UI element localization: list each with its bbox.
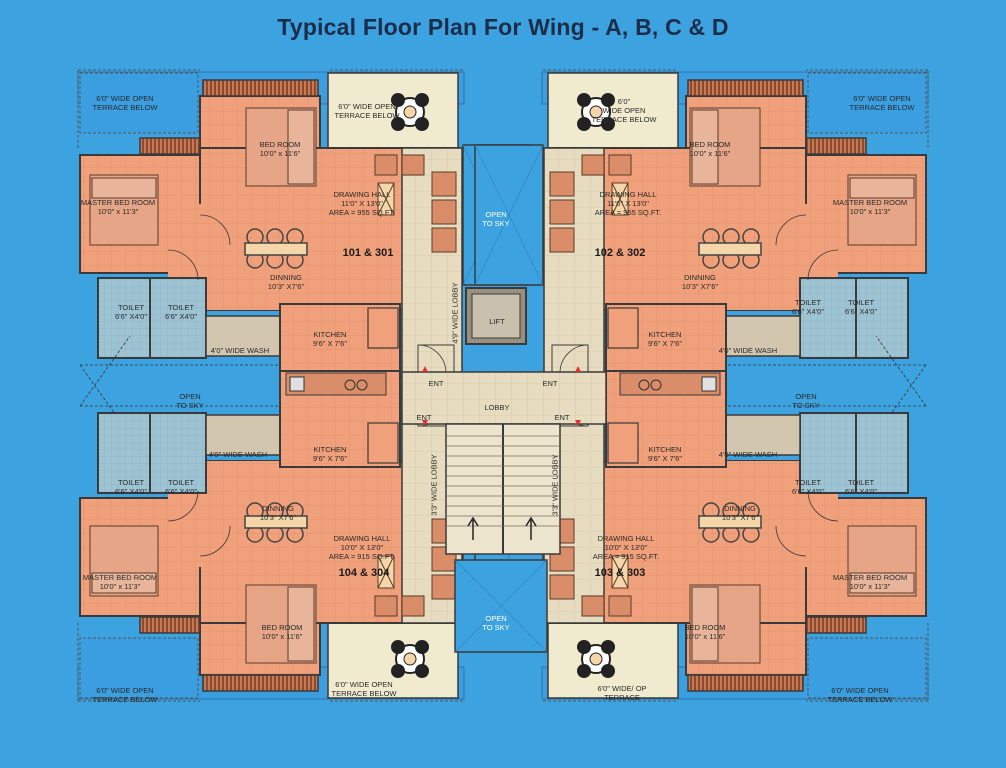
lobby-width-label-top: 4'9" WIDE LOBBY [450,282,460,344]
wash-label-bottom-left: 4'0" WIDE WASH [208,450,268,459]
lobby-width-label-bottom-right: 3'3" WIDE LOBBY [550,454,560,516]
entry-label-4: ENT [554,413,570,422]
unit-number-bottom-right: 103 & 303 [594,567,646,579]
wash-label-top-right: 4'0" WIDE WASH [718,346,778,355]
lobby-width-label-bottom-left: 3'3" WIDE LOBBY [429,454,439,516]
lobby-label: LOBBY [484,403,510,412]
entry-label-1: ENT [428,379,444,388]
staircase [445,423,561,555]
wash-label-bottom-right: 4'0" WIDE WASH [718,450,778,459]
lobby-floor [401,371,607,425]
wash-label-top-left: 4'0" WIDE WASH [210,346,270,355]
page-title: Typical Floor Plan For Wing - A, B, C & … [277,14,729,40]
entry-label-2: ENT [542,379,558,388]
unit-number-top-left: 101 & 301 [342,247,394,259]
entry-markers [422,366,581,426]
entry-label-3: ENT [416,413,432,422]
unit-number-top-right: 102 & 302 [594,247,646,259]
unit-number-bottom-left: 104 & 304 [338,567,390,579]
lift-label: LIFT [489,317,505,326]
